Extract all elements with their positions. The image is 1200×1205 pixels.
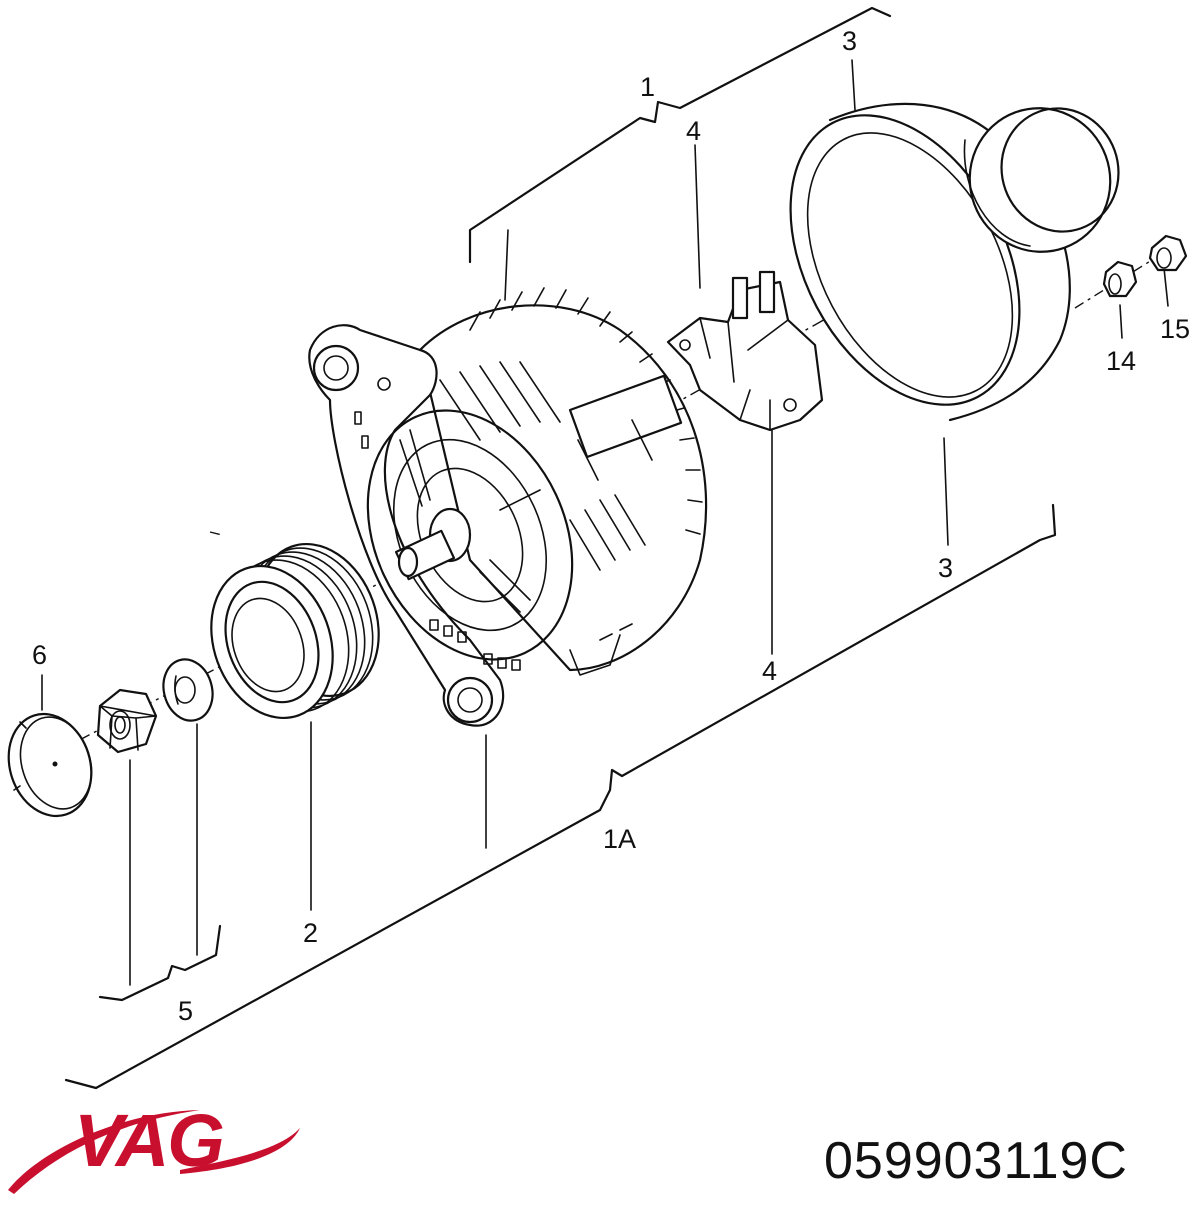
callout-4-top: 4 [686,116,701,146]
callout-1: 1 [640,72,655,102]
callout-5: 5 [178,996,193,1026]
vag-logo: VAG [8,1099,300,1194]
voltage-regulator [666,270,824,432]
pulley [210,542,380,720]
spring-washer [162,658,214,722]
leader-lines [41,59,1169,986]
alternator-body [308,287,708,727]
callout-6: 6 [32,640,47,670]
logo-swoosh-right [180,1128,300,1174]
callout-14: 14 [1106,346,1136,376]
nut-14 [1102,260,1138,298]
callout-labels: 1 1A 2 3 3 4 4 5 6 14 15 [32,26,1190,1026]
callout-2: 2 [303,918,318,948]
part-number: 059903119C [824,1132,1128,1190]
nut-15 [1148,234,1188,272]
bracket-1a [64,503,1057,1090]
bracket-1 [468,6,892,264]
callout-4-bottom: 4 [762,656,777,686]
logo-text: VAG [74,1099,223,1182]
vent-slots [354,411,521,671]
rear-cover [789,102,1120,422]
bracket-5 [98,924,222,1002]
callout-3-top: 3 [842,26,857,56]
callout-3-bottom: 3 [938,553,953,583]
hex-nut [96,688,158,754]
dust-cap [7,712,93,818]
callout-1a: 1A [603,824,636,854]
callout-15: 15 [1160,314,1190,344]
